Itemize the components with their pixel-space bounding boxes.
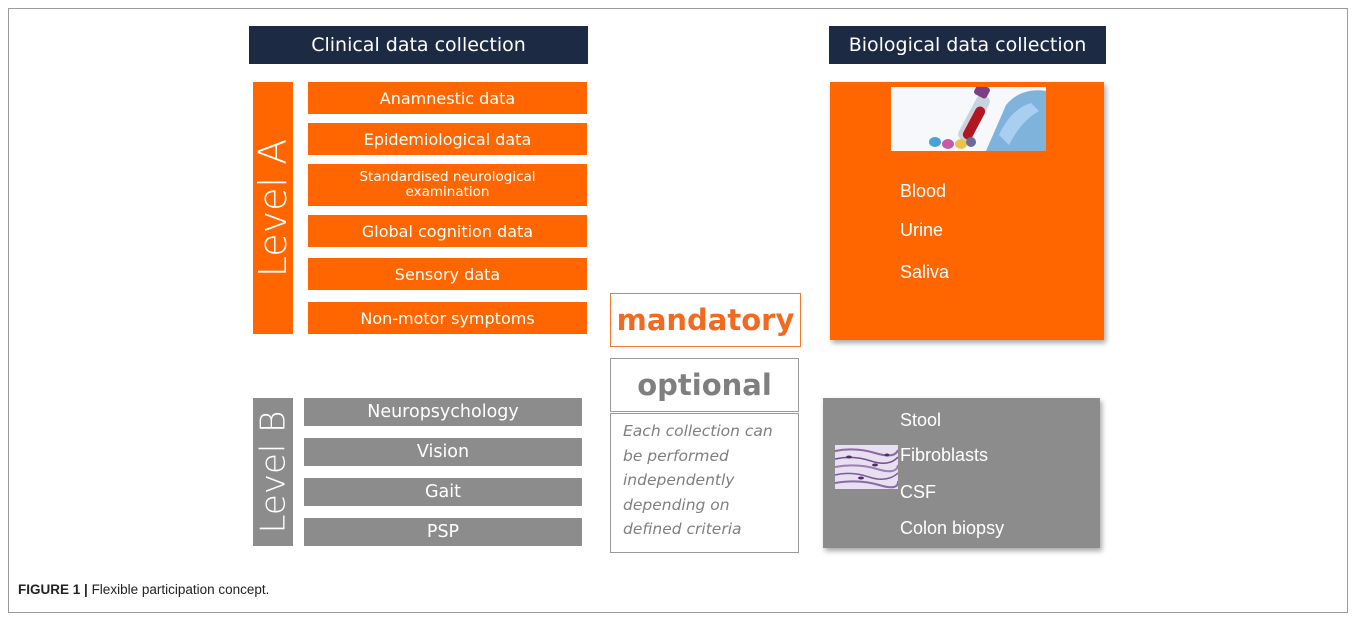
- sensory-data: Sensory data: [394, 264, 501, 284]
- caption-label: FIGURE 1 |: [18, 582, 88, 597]
- level-b-item: PSP: [304, 518, 582, 546]
- fibroblasts-sample: Fibroblasts: [900, 445, 989, 465]
- mandatory-legend: mandatory: [610, 293, 801, 347]
- level-a-text: Level A: [251, 138, 296, 278]
- clinical-data-header: Clinical data collection: [249, 26, 588, 64]
- stool-sample: Stool: [900, 410, 942, 430]
- note-line: depending on: [623, 495, 730, 514]
- optional-text: optional: [637, 368, 772, 402]
- clinical-header-text: Clinical data collection: [311, 34, 526, 56]
- epidemiological-data: Epidemiological data: [363, 129, 532, 149]
- biological-optional-panel: Stool Fibroblasts CSF Colon biopsy: [823, 398, 1100, 548]
- note-line: defined criteria: [623, 520, 742, 538]
- level-a-item: Anamnestic data: [308, 82, 587, 114]
- note-line: be performed: [623, 446, 729, 465]
- figure-caption: FIGURE 1 | Flexible participation concep…: [18, 582, 269, 597]
- global-cognition-data: Global cognition data: [361, 221, 534, 241]
- blood-sample-image: [891, 87, 1046, 151]
- level-b-label: Level B: [253, 398, 293, 546]
- legend-note: Each collection can be performed indepen…: [610, 413, 799, 553]
- csf-sample: CSF: [900, 482, 936, 502]
- level-a-item: Non-motor symptoms: [308, 302, 587, 334]
- biological-data-header: Biological data collection: [829, 26, 1106, 64]
- saliva-sample: Saliva: [900, 262, 950, 282]
- figure-frame: [8, 8, 1348, 613]
- level-b-item: Neuropsychology: [304, 398, 582, 426]
- neurological-examination: Standardised neurological examination: [359, 169, 536, 200]
- anamnestic-data: Anamnestic data: [379, 88, 516, 108]
- level-a-item: Standardised neurological examination: [308, 164, 587, 206]
- note-line: Each collection can: [623, 422, 773, 440]
- level-a-item: Sensory data: [308, 258, 587, 290]
- caption-text: Flexible participation concept.: [91, 582, 270, 597]
- level-a-item: Epidemiological data: [308, 123, 587, 155]
- level-a-label: Level A: [251, 82, 296, 334]
- optional-legend: optional: [610, 358, 799, 412]
- psp: PSP: [426, 521, 460, 542]
- level-b-item: Gait: [304, 478, 582, 506]
- neuropsychology: Neuropsychology: [367, 401, 519, 422]
- note-line: independently: [623, 471, 735, 489]
- gait: Gait: [424, 481, 461, 502]
- urine-sample: Urine: [900, 220, 944, 240]
- vision: Vision: [416, 441, 470, 462]
- fibroblast-image: [835, 445, 898, 489]
- fibroblast-cells-icon: [835, 445, 898, 489]
- non-motor-symptoms: Non-motor symptoms: [360, 308, 535, 328]
- level-b-text: Level B: [253, 410, 294, 534]
- colon-biopsy-sample: Colon biopsy: [900, 518, 1005, 538]
- mandatory-text: mandatory: [616, 303, 795, 337]
- biological-mandatory-panel: Blood Urine Saliva: [830, 82, 1104, 340]
- level-b-item: Vision: [304, 438, 582, 466]
- biological-header-text: Biological data collection: [848, 34, 1087, 56]
- blood-sample: Blood: [900, 181, 947, 201]
- level-a-item: Global cognition data: [308, 215, 587, 247]
- blood-tube-icon: [891, 87, 1046, 151]
